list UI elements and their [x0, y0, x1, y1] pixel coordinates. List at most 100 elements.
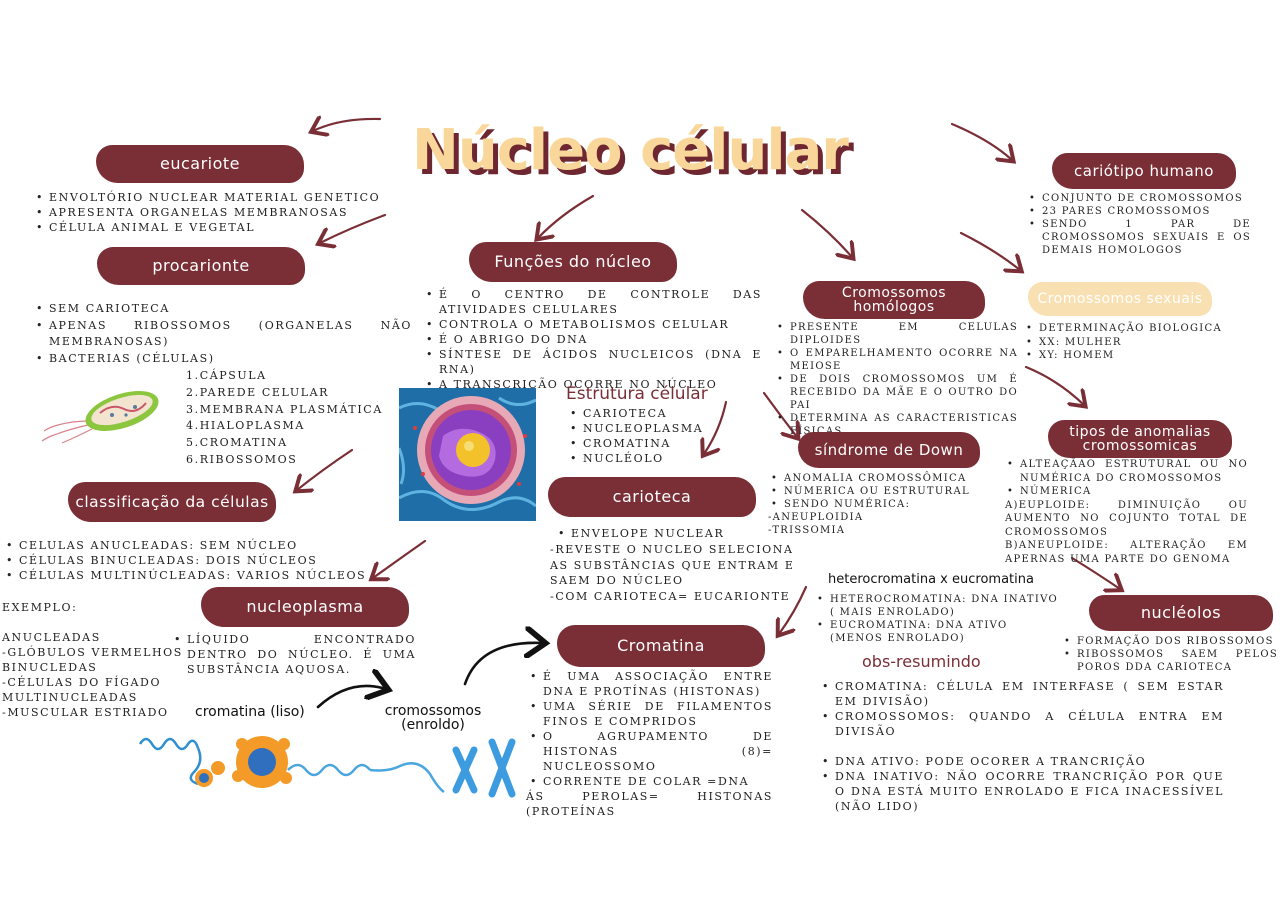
- list-item: BACTERIAS (CÉLULAS): [36, 351, 412, 368]
- arrow-icon: [463, 643, 543, 686]
- nucleolos-list: FORMAÇÃO DOS RIBOSSOMOS RIBOSSOMOS SAEM …: [1064, 635, 1278, 674]
- list-item: É O ABRIGO DO DNA: [426, 332, 762, 347]
- list-item: CÉLULAS MULTINÚCLEADAS: VARIOS NÚCLEOS: [6, 568, 376, 583]
- arrow-icon: [779, 585, 808, 634]
- procarionte-parts: 1.CÁPSULA 2.PAREDE CELULAR 3.MEMBRANA PL…: [186, 368, 416, 469]
- list-item: 2.PAREDE CELULAR: [186, 385, 330, 399]
- funcoes-list: É O CENTRO DE CONTROLE DAS ATIVIDADES CE…: [426, 287, 762, 392]
- list-item: CELULAS ANUCLEADAS: SEM NÚCLEO: [6, 538, 376, 553]
- eucariote-list: ENVOLTÓRIO NUCLEAR MATERIAL GENETICO APR…: [36, 190, 416, 235]
- list-item: ÁS PEROLAS= HISTONAS (PROTEÍNAS: [526, 790, 773, 818]
- list-item: FORMAÇÃO DOS RIBOSSOMOS: [1064, 635, 1278, 648]
- resumo-list: CROMATINA: CÉLULA EM INTERFASE ( SEM EST…: [822, 679, 1224, 814]
- list-item: SEM CARIOTECA: [36, 301, 412, 318]
- list-item: CROMATINA: [570, 436, 710, 451]
- list-item: -MUSCULAR ESTRIADO: [2, 706, 169, 719]
- resumo-label: obs-resumindo: [862, 652, 981, 671]
- cromatina-diagram-left-label: cromatina (liso): [195, 704, 305, 720]
- list-item: APENAS RIBOSSOMOS (ORGANELAS NÃO MEMBRAN…: [36, 318, 412, 351]
- cariotipo-list: CONJUNTO DE CROMOSSOMOS 23 PARES CROMOSS…: [1029, 192, 1251, 257]
- bacteria-illustration: [41, 391, 159, 444]
- sexuais-list: DETERMINAÇÃO BIOLOGICA XX: MULHER XY: HO…: [1026, 322, 1246, 363]
- list-item: NÚMERICA OU ESTRUTURAL: [771, 485, 1001, 498]
- list-item: DETERMINAÇÃO BIOLOGICA: [1026, 322, 1246, 336]
- chromatin-to-chromosome-illustration: [138, 736, 516, 798]
- list-item: -GLÓBULOS VERMELHOS: [2, 646, 183, 659]
- list-item: CÉLULA ANIMAL E VEGETAL: [36, 220, 416, 235]
- list-item: ANUCLEADAS: [2, 631, 101, 644]
- down-list: ANOMALIA CROMOSSÔMICA NÚMERICA OU ESTRUT…: [768, 472, 1001, 537]
- anomalias-label: tipos de anomalias cromossomicas: [1048, 420, 1232, 458]
- list-item: CONTROLA O METABOLISMOS CELULAR: [426, 317, 762, 332]
- classificacao-examples: ANUCLEADAS -GLÓBULOS VERMELHOS BINUCLEDA…: [2, 630, 187, 720]
- list-item: CORRENTE DE COLAR =DNA: [530, 774, 773, 789]
- list-item: 6.RIBOSSOMOS: [186, 452, 298, 466]
- arrow-icon: [1070, 556, 1120, 589]
- list-item: 23 PARES CROMOSSOMOS: [1029, 205, 1251, 218]
- arrow-icon: [800, 208, 852, 257]
- list-item: CONJUNTO DE CROMOSSOMOS: [1029, 192, 1251, 205]
- list-item: NÚMERICA: [1007, 485, 1248, 499]
- cromatina-list: É UMA ASSOCIAÇÃO ENTRE DNA E PROTÍNAS (H…: [526, 669, 773, 819]
- estrutura-list: CARIOTECA NUCLEOPLASMA CROMATINA NUCLÉOL…: [570, 406, 710, 466]
- list-item: DETERMINA AS CARACTERISTICAS FÍSICAS: [777, 412, 1018, 438]
- classificacao-list: CELULAS ANUCLEADAS: SEM NÚCLEO CÉLULAS B…: [6, 538, 376, 583]
- list-item: BINUCLEDAS: [2, 661, 98, 674]
- list-item: EUCROMATINA: DNA ATIVO (MENOS ENROLADO): [817, 619, 1062, 645]
- arrow-icon: [950, 122, 1012, 160]
- cromatina-label: Cromatina: [557, 625, 765, 667]
- list-item: XY: HOMEM: [1026, 349, 1246, 363]
- list-item: ENVOLTÓRIO NUCLEAR MATERIAL GENETICO: [36, 190, 416, 205]
- hetero-list: HETEROCROMATINA: DNA INATIVO ( MAIS ENRO…: [817, 593, 1062, 645]
- list-item: -TRISSOMIA: [768, 525, 846, 536]
- cell-nucleus-illustration: [399, 388, 536, 521]
- list-item: 5.CROMATINA: [186, 436, 288, 450]
- procarionte-label: procarionte: [97, 247, 305, 285]
- list-item: 3.MEMBRANA PLASMÁTICA: [186, 402, 383, 416]
- arrow-icon: [316, 686, 386, 709]
- list-item: DNA ATIVO: PODE OCORER A TRANCRIÇÃO: [822, 754, 1224, 769]
- list-item: A TRANSCRIÇÃO OCORRE NO NÚCLEO: [426, 377, 762, 392]
- list-item: O AGRUPAMENTO DE HISTONAS (8)= NUCLEOSSO…: [530, 729, 773, 774]
- nucleoplasma-list: LÍQUIDO ENCONTRADO DENTRO DO NÚCLEO. É U…: [174, 632, 416, 677]
- carioteca-label: carioteca: [548, 477, 756, 517]
- arrow-icon: [538, 194, 595, 238]
- sexuais-label: Cromossomos sexuais: [1028, 282, 1212, 316]
- cariotipo-label: cariótipo humano: [1052, 153, 1236, 189]
- list-item: CROMOSSOMOS: QUANDO A CÉLULA ENTRA EM DI…: [822, 709, 1224, 739]
- arrow-icon: [297, 448, 354, 490]
- eucariote-label: eucariote: [96, 145, 304, 183]
- list-item: DNA INATIVO: NÃO OCORRE TRANCRIÇÃO POR Q…: [822, 769, 1224, 814]
- carioteca-list: ENVELOPE NUCLEAR -REVESTE O NUCLEO SELEC…: [550, 526, 812, 605]
- list-item: O EMPARELHAMENTO OCORRE NA MEIOSE: [777, 347, 1018, 373]
- classificacao-example-title: EXEMPLO:: [2, 601, 78, 614]
- arrow-icon: [1024, 365, 1084, 405]
- list-item: 1.CÁPSULA: [186, 369, 267, 382]
- list-item: ALTEAÇÃAO ESTRUTURAL OU NO NUMÉRICA DO C…: [1007, 458, 1248, 485]
- list-item: HETEROCROMATINA: DNA INATIVO ( MAIS ENRO…: [817, 593, 1062, 619]
- list-item: LÍQUIDO ENCONTRADO DENTRO DO NÚCLEO. É U…: [174, 632, 416, 677]
- list-item: -CÉLULAS DO FÍGADO: [2, 676, 162, 689]
- list-item: MULTINUCLEADAS: [2, 691, 138, 704]
- list-item: SÍNTESE DE ÁCIDOS NUCLEICOS (DNA E RNA): [426, 347, 762, 377]
- funcoes-label: Funções do núcleo: [469, 242, 677, 282]
- list-item: XX: MULHER: [1026, 336, 1246, 350]
- classificacao-label: classificação da células: [68, 482, 276, 522]
- list-item: APRESENTA ORGANELAS MEMBRANOSAS: [36, 205, 416, 220]
- list-item: NUCLEOPLASMA: [570, 421, 710, 436]
- list-item: NUCLÉOLO: [570, 451, 710, 466]
- list-item: ENVELOPE NUCLEAR: [558, 526, 812, 542]
- arrow-icon: [313, 119, 382, 131]
- list-item: PRESENTE EM CELULAS DIPLOIDES: [777, 321, 1018, 347]
- arrow-icon: [373, 539, 427, 578]
- estrutura-label: Estrutura célular: [566, 384, 708, 404]
- nucleoplasma-label: nucleoplasma: [201, 587, 409, 627]
- page-title: Núcleo célular: [412, 118, 849, 183]
- list-item: A)EUPLOIDE: DIMINUIÇÃO OU AUMENTO NO COJ…: [1005, 499, 1248, 538]
- list-item: CÉLULAS BINUCLEADAS: DOIS NÚCLEOS: [6, 553, 376, 568]
- list-item: B)ANEUPLOIDE: ALTERAÇÃO EM APERNAS UMA P…: [1005, 540, 1248, 565]
- list-item: -REVESTE O NUCLEO SELECIONA AS SUBSTÂNCI…: [550, 542, 795, 588]
- list-item: -ANEUPLOIDIA: [768, 512, 864, 523]
- cromatina-diagram-right-label: cromossomos (enroldo): [384, 703, 482, 733]
